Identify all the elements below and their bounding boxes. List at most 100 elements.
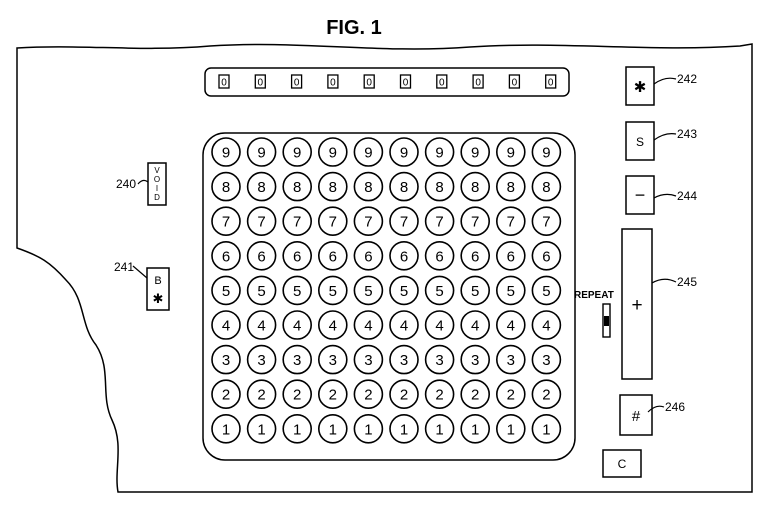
keypad-key-circle[interactable] bbox=[246, 206, 277, 236]
keypad-key-circle[interactable] bbox=[282, 413, 313, 444]
keypad-key-circle[interactable] bbox=[246, 137, 277, 167]
keypad-key-circle[interactable] bbox=[211, 206, 241, 236]
keypad-key-2[interactable]: 2 bbox=[211, 379, 241, 410]
keypad-key-4[interactable]: 4 bbox=[424, 310, 455, 340]
keypad-key-circle[interactable] bbox=[389, 310, 419, 340]
keypad-key-7[interactable]: 7 bbox=[531, 206, 562, 236]
keypad-key-circle[interactable] bbox=[389, 275, 419, 306]
keypad-key-circle[interactable] bbox=[246, 344, 277, 375]
keypad-key-3[interactable]: 3 bbox=[531, 344, 562, 375]
keypad-key-circle[interactable] bbox=[531, 379, 562, 410]
keypad-key-circle[interactable] bbox=[495, 310, 526, 340]
hash-key[interactable] bbox=[619, 394, 653, 436]
keypad-key-circle[interactable] bbox=[424, 206, 455, 236]
keypad-key-circle[interactable] bbox=[317, 344, 348, 375]
keypad-key-circle[interactable] bbox=[282, 241, 313, 271]
keypad-key-5[interactable]: 5 bbox=[317, 275, 348, 306]
keypad-key-8[interactable]: 8 bbox=[353, 171, 384, 202]
keypad-key-6[interactable]: 6 bbox=[317, 241, 348, 271]
keypad-key-8[interactable]: 8 bbox=[460, 171, 491, 202]
keypad-key-circle[interactable] bbox=[246, 241, 277, 271]
keypad-key-circle[interactable] bbox=[211, 137, 241, 167]
keypad-key-circle[interactable] bbox=[353, 379, 384, 410]
keypad-key-circle[interactable] bbox=[282, 137, 313, 167]
keypad-key-2[interactable]: 2 bbox=[317, 379, 348, 410]
keypad-key-3[interactable]: 3 bbox=[495, 344, 526, 375]
keypad-key-2[interactable]: 2 bbox=[460, 379, 491, 410]
keypad-key-circle[interactable] bbox=[282, 171, 313, 202]
keypad-key-circle[interactable] bbox=[531, 344, 562, 375]
s-key[interactable] bbox=[625, 121, 655, 161]
keypad-key-circle[interactable] bbox=[495, 275, 526, 306]
keypad-key-circle[interactable] bbox=[282, 275, 313, 306]
keypad-key-7[interactable]: 7 bbox=[211, 206, 241, 236]
keypad-key-circle[interactable] bbox=[389, 344, 419, 375]
keypad-key-4[interactable]: 4 bbox=[317, 310, 348, 340]
keypad-key-6[interactable]: 6 bbox=[424, 241, 455, 271]
keypad-key-6[interactable]: 6 bbox=[531, 241, 562, 271]
keypad-key-1[interactable]: 1 bbox=[246, 413, 277, 444]
keypad-key-circle[interactable] bbox=[531, 275, 562, 306]
keypad-key-1[interactable]: 1 bbox=[211, 413, 241, 444]
keypad-key-6[interactable]: 6 bbox=[389, 241, 419, 271]
keypad-key-circle[interactable] bbox=[389, 241, 419, 271]
keypad-key-circle[interactable] bbox=[460, 413, 491, 444]
keypad-key-5[interactable]: 5 bbox=[246, 275, 277, 306]
keypad-key-circle[interactable] bbox=[246, 275, 277, 306]
keypad-key-circle[interactable] bbox=[211, 344, 241, 375]
keypad-key-circle[interactable] bbox=[282, 344, 313, 375]
star-key[interactable] bbox=[625, 66, 655, 106]
keypad-key-circle[interactable] bbox=[424, 137, 455, 167]
keypad-key-circle[interactable] bbox=[353, 310, 384, 340]
keypad-key-9[interactable]: 9 bbox=[424, 137, 455, 167]
keypad-key-9[interactable]: 9 bbox=[317, 137, 348, 167]
keypad-key-3[interactable]: 3 bbox=[246, 344, 277, 375]
keypad-key-circle[interactable] bbox=[424, 310, 455, 340]
keypad-key-circle[interactable] bbox=[495, 413, 526, 444]
void-key[interactable] bbox=[147, 162, 167, 206]
keypad-key-1[interactable]: 1 bbox=[424, 413, 455, 444]
keypad-key-8[interactable]: 8 bbox=[495, 171, 526, 202]
keypad-key-4[interactable]: 4 bbox=[282, 310, 313, 340]
keypad-key-7[interactable]: 7 bbox=[495, 206, 526, 236]
keypad-key-circle[interactable] bbox=[460, 206, 491, 236]
keypad-key-2[interactable]: 2 bbox=[389, 379, 419, 410]
keypad-key-circle[interactable] bbox=[317, 310, 348, 340]
keypad-key-3[interactable]: 3 bbox=[317, 344, 348, 375]
keypad-key-circle[interactable] bbox=[317, 137, 348, 167]
keypad-key-2[interactable]: 2 bbox=[282, 379, 313, 410]
keypad-key-1[interactable]: 1 bbox=[353, 413, 384, 444]
keypad-key-circle[interactable] bbox=[211, 310, 241, 340]
keypad-key-6[interactable]: 6 bbox=[211, 241, 241, 271]
keypad-key-1[interactable]: 1 bbox=[282, 413, 313, 444]
keypad-key-9[interactable]: 9 bbox=[282, 137, 313, 167]
keypad-key-9[interactable]: 9 bbox=[246, 137, 277, 167]
keypad-key-circle[interactable] bbox=[460, 171, 491, 202]
keypad-key-circle[interactable] bbox=[424, 241, 455, 271]
keypad-key-circle[interactable] bbox=[495, 241, 526, 271]
keypad-key-6[interactable]: 6 bbox=[495, 241, 526, 271]
keypad-key-2[interactable]: 2 bbox=[495, 379, 526, 410]
keypad-key-7[interactable]: 7 bbox=[460, 206, 491, 236]
keypad-key-circle[interactable] bbox=[531, 413, 562, 444]
keypad-key-circle[interactable] bbox=[317, 171, 348, 202]
keypad-key-circle[interactable] bbox=[389, 413, 419, 444]
keypad-key-circle[interactable] bbox=[353, 275, 384, 306]
keypad-key-circle[interactable] bbox=[460, 344, 491, 375]
keypad-key-circle[interactable] bbox=[317, 379, 348, 410]
keypad-key-1[interactable]: 1 bbox=[531, 413, 562, 444]
keypad-key-7[interactable]: 7 bbox=[389, 206, 419, 236]
keypad-key-circle[interactable] bbox=[246, 171, 277, 202]
keypad-key-7[interactable]: 7 bbox=[424, 206, 455, 236]
keypad-key-circle[interactable] bbox=[211, 171, 241, 202]
keypad-key-circle[interactable] bbox=[282, 206, 313, 236]
keypad-key-5[interactable]: 5 bbox=[531, 275, 562, 306]
keypad-key-circle[interactable] bbox=[317, 413, 348, 444]
keypad-key-7[interactable]: 7 bbox=[282, 206, 313, 236]
keypad-key-9[interactable]: 9 bbox=[460, 137, 491, 167]
minus-key[interactable] bbox=[625, 175, 655, 215]
keypad-key-3[interactable]: 3 bbox=[424, 344, 455, 375]
keypad-key-4[interactable]: 4 bbox=[246, 310, 277, 340]
keypad-key-2[interactable]: 2 bbox=[246, 379, 277, 410]
keypad-key-circle[interactable] bbox=[317, 206, 348, 236]
